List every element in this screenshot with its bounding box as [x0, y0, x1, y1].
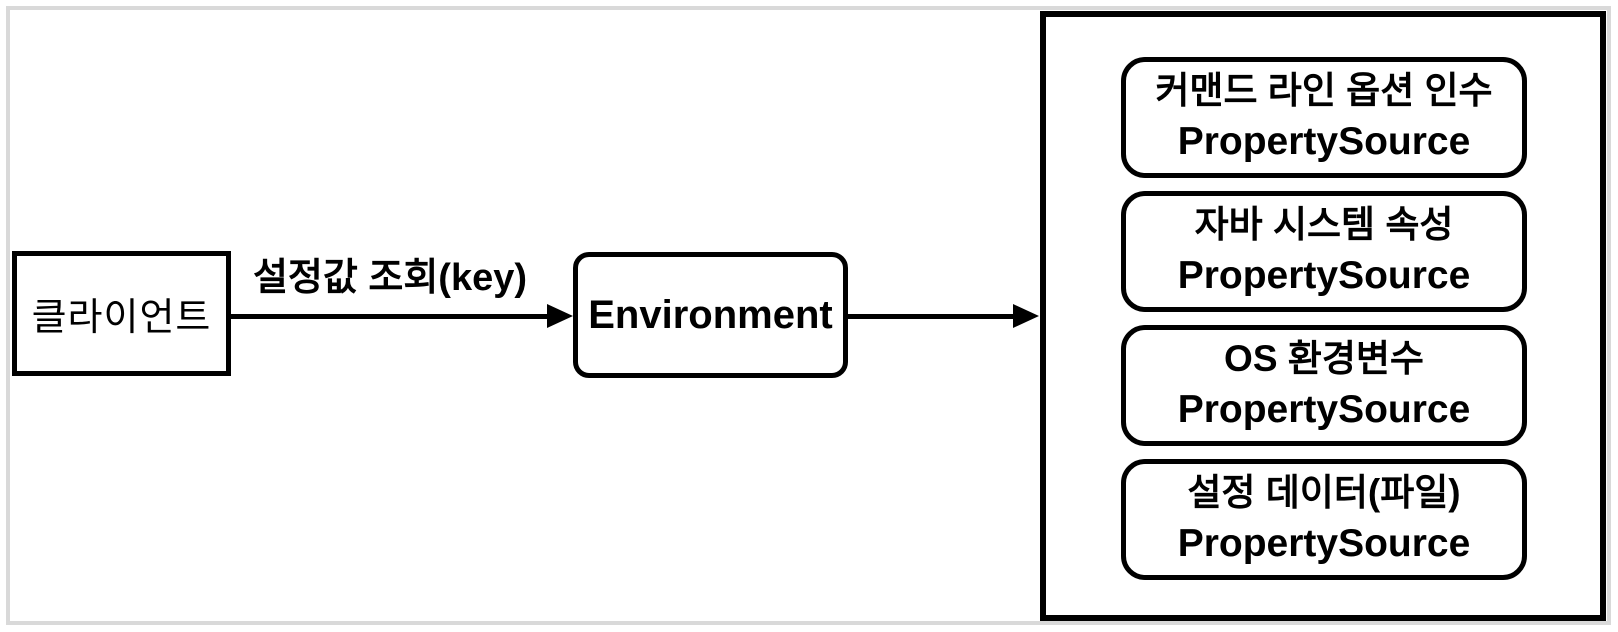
property-source-title: 설정 데이터(파일) — [1187, 472, 1461, 514]
property-source-node-java-system: 자바 시스템 속성 PropertySource — [1121, 191, 1527, 312]
property-source-node-os-env: OS 환경변수 PropertySource — [1121, 325, 1527, 446]
property-source-subtitle: PropertySource — [1177, 120, 1471, 164]
request-arrow-line — [231, 314, 549, 319]
environment-label: Environment — [588, 292, 833, 337]
property-source-node-config-data: 설정 데이터(파일) PropertySource — [1121, 459, 1527, 580]
lookup-arrowhead-icon — [1013, 304, 1039, 328]
request-arrowhead-icon — [547, 304, 573, 328]
property-source-node-command-line: 커맨드 라인 옵션 인수 PropertySource — [1121, 57, 1527, 178]
environment-node: Environment — [573, 252, 848, 378]
client-node: 클라이언트 — [12, 251, 231, 376]
property-source-title: 커맨드 라인 옵션 인수 — [1155, 70, 1493, 112]
property-source-subtitle: PropertySource — [1177, 388, 1471, 432]
property-source-subtitle: PropertySource — [1177, 254, 1471, 298]
request-arrow-label: 설정값 조회(key) — [252, 257, 528, 299]
property-source-title: OS 환경변수 — [1224, 338, 1424, 380]
client-label: 클라이언트 — [31, 297, 212, 339]
property-source-title: 자바 시스템 속성 — [1194, 204, 1454, 246]
property-source-subtitle: PropertySource — [1177, 522, 1471, 566]
lookup-arrow-line — [848, 314, 1014, 319]
